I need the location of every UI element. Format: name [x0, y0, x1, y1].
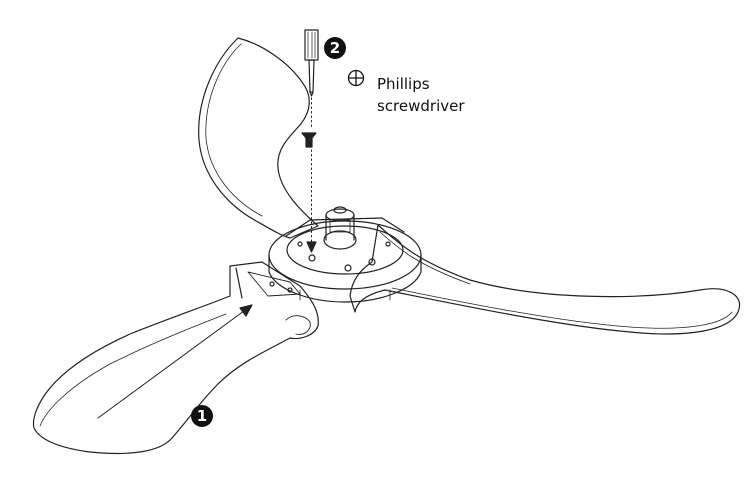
screwdriver-icon	[304, 29, 319, 97]
motor-hub	[268, 206, 422, 303]
screw-icon	[301, 132, 317, 148]
right-blade	[349, 224, 741, 335]
tool-label-line1: Phillips	[377, 75, 430, 93]
step-2-badge: 2	[324, 37, 346, 59]
arrow-head-icon	[239, 304, 253, 317]
lower-left-blade	[32, 261, 319, 455]
step-1-badge: 1	[191, 405, 213, 427]
tool-label-line2: screwdriver	[377, 97, 465, 115]
phillips-head-icon	[347, 69, 365, 87]
tool-label: Phillips screwdriver	[377, 73, 465, 117]
arrow-down-icon	[306, 241, 317, 253]
insertion-direction-arrow	[97, 307, 249, 419]
upper-blade	[198, 37, 319, 239]
